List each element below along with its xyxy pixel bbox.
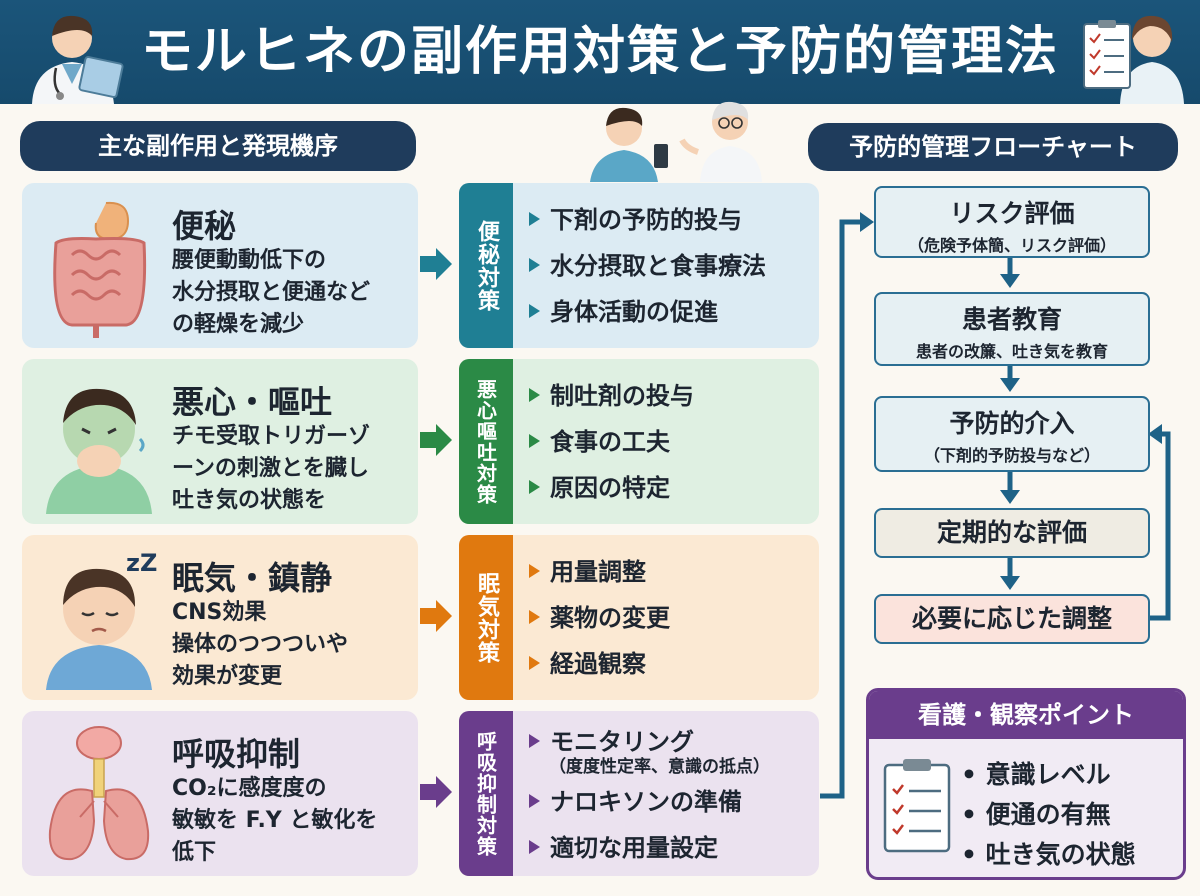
measure-item: 水分摂取と食事療法: [529, 243, 819, 289]
measure-item: 下剤の予防的投与: [529, 197, 819, 243]
measure-list: 下剤の予防的投与 水分摂取と食事療法 身体活動の促進: [529, 197, 819, 335]
measure-item: 用量調整: [529, 549, 819, 595]
flowchart-section-header: 予防的管理フローチャート: [808, 123, 1178, 171]
flow-step-title: リスク評価: [949, 199, 1075, 228]
measure-item: 制吐剤の投与: [529, 373, 819, 419]
observation-item: • 吐き気の状態: [961, 840, 1136, 869]
lungs-and-brain-icon: [48, 726, 150, 861]
measure-card-nausea: 悪心嘔吐対策 制吐剤の投与 食事の工夫 原因の特定: [459, 359, 819, 524]
doctor-with-clipboard-icon: [32, 15, 124, 104]
flow-step-preventive-intervention: 予防的介入 （下剤的予防投与など）: [874, 396, 1150, 472]
observation-list: • 意識レベル • 便通の有無 • 吐き気の状態: [961, 755, 1136, 875]
measure-item: 身体活動の促進: [529, 289, 819, 335]
measure-list: 用量調整 薬物の変更 経過観察: [529, 549, 819, 687]
patient-and-doctor-icon: [590, 101, 762, 182]
side-effect-title: 便秘: [172, 207, 237, 245]
measure-tag: 便秘対策: [459, 183, 513, 348]
flow-step-subtitle: （危険予体簡、リスク評価）: [907, 236, 1116, 255]
arrow-right-icon: [420, 600, 452, 632]
flow-step-title: 必要に応じた調整: [911, 604, 1112, 633]
nauseous-person-icon: [46, 388, 152, 514]
observation-item: • 意識レベル: [961, 760, 1111, 789]
side-effect-title: 眠気・鎮静: [172, 559, 333, 597]
measure-tag: 呼吸抑制対策: [459, 711, 513, 876]
arrow-right-icon: [420, 424, 452, 456]
side-effect-description: 腰便動動低下の 水分摂取と便通など の軽燥を減少: [172, 248, 371, 337]
measure-item: 経過観察: [529, 641, 819, 687]
measure-card-drowsiness: 眠気対策 用量調整 薬物の変更 経過観察: [459, 535, 819, 700]
flow-step-title: 予防的介入: [949, 409, 1075, 438]
measure-item: 原因の特定: [529, 465, 819, 511]
measure-tag: 眠気対策: [459, 535, 513, 700]
flow-step-patient-education: 患者教育 患者の改簾、吐き気を教育: [874, 292, 1150, 366]
measure-item: ナロキソンの準備: [529, 779, 819, 825]
flow-step-risk-assessment: リスク評価 （危険予体簡、リスク評価）: [874, 186, 1150, 258]
side-effect-card-constipation: 便秘 腰便動動低下の 水分摂取と便通など の軽燥を減少: [22, 183, 418, 348]
measure-list: モニタリング （度度性定率、意識の抵点） ナロキソンの準備 適切な用量設定: [529, 719, 819, 871]
side-effect-description: CO₂に感度度の 敏敏を F.Y と敏化を 低下: [172, 776, 378, 865]
side-effect-title: 呼吸抑制: [172, 735, 301, 773]
side-effect-description: CNS効果 操体のつつついや 効果が変更: [172, 600, 349, 689]
intestine-icon: [53, 201, 147, 338]
measure-item: 薬物の変更: [529, 595, 819, 641]
clipboard-checklist-icon: [883, 759, 951, 853]
flow-step-periodic-evaluation: 定期的な評価: [874, 508, 1150, 558]
flow-step-title: 患者教育: [961, 305, 1062, 334]
observation-item: • 便通の有無: [961, 800, 1111, 829]
measure-card-constipation: 便秘対策 下剤の予防的投与 水分摂取と食事療法 身体活動の促進: [459, 183, 819, 348]
measure-item: モニタリング: [529, 719, 819, 765]
measure-item: 食事の工夫: [529, 419, 819, 465]
measure-item: 適切な用量設定: [529, 825, 819, 871]
measure-card-respiratory: 呼吸抑制対策 モニタリング （度度性定率、意識の抵点） ナロキソンの準備 適切な…: [459, 711, 819, 876]
arrow-right-icon: [420, 776, 452, 808]
side-effects-section-header: 主な副作用と発現機序: [20, 121, 416, 171]
sleep-zz-mark: zZ: [126, 549, 158, 577]
measure-list: 制吐剤の投与 食事の工夫 原因の特定: [529, 373, 819, 511]
flow-step-title: 定期的な評価: [936, 518, 1087, 547]
flow-step-adjustment: 必要に応じた調整: [874, 594, 1150, 644]
page-title: モルヒネの副作用対策と予防的管理法: [140, 22, 1059, 82]
observation-title: 看護・観察ポイント: [869, 691, 1183, 739]
side-effect-card-nausea: 悪心・嘔吐 チモ受取トリガーゾ ーンの刺激とを臓し 吐き気の状態を: [22, 359, 418, 524]
side-effect-card-drowsiness: zZ 眠気・鎮静 CNS効果 操体のつつついや 効果が変更: [22, 535, 418, 700]
flow-step-subtitle: （下剤的予防投与など）: [923, 446, 1100, 465]
observation-points-panel: 看護・観察ポイント • 意識レベル • 便通の有無 • 吐き気の状態: [866, 688, 1186, 880]
flow-step-subtitle: 患者の改簾、吐き気を教育: [915, 342, 1108, 361]
arrow-right-icon: [420, 248, 452, 280]
nurse-with-checklist-icon: [1083, 15, 1184, 104]
side-effect-description: チモ受取トリガーゾ ーンの刺激とを臓し 吐き気の状態を: [172, 424, 371, 513]
header-banner: [0, 0, 1200, 104]
side-effect-title: 悪心・嘔吐: [172, 383, 333, 421]
measure-subnote: （度度性定率、意識の抵点）: [549, 757, 770, 777]
measure-tag: 悪心嘔吐対策: [459, 359, 513, 524]
sleepy-person-icon: [46, 568, 152, 690]
side-effect-card-respiratory: 呼吸抑制 CO₂に感度度の 敏敏を F.Y と敏化を 低下: [22, 711, 418, 876]
